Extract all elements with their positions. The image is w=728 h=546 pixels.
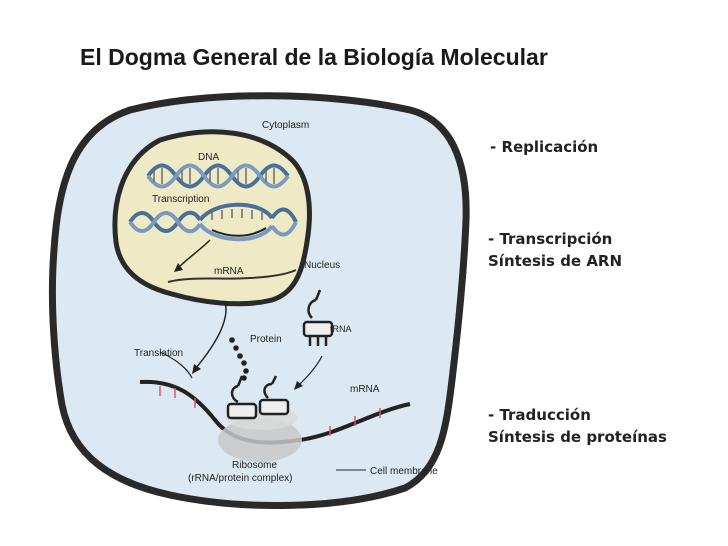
label-transcription: Transcription [152,194,209,205]
label-mrna-nucleus: mRNA [214,266,244,277]
label-cell-membrane: Cell membrane [370,466,438,477]
label-mrna-cytoplasm: mRNA [350,384,380,395]
label-dna: DNA [198,152,219,163]
note-translation-title: - Traducción [488,406,591,424]
translation-arrow [159,351,193,379]
export-arrow [195,301,227,369]
note-translation: - Traducción Síntesis de proteínas [488,404,667,448]
ribosome-trna-icon [226,375,290,420]
note-replication: - Replicación [490,136,598,158]
label-nucleus: Nucleus [304,260,340,271]
transcription-bubble [128,202,298,242]
nucleus-mrna-strand [167,269,297,283]
label-trna: tRNA [330,324,352,334]
label-ribosome: Ribosome [232,460,277,471]
note-transcription-title: - Transcripción [488,230,613,248]
label-protein: Protein [250,334,282,345]
note-translation-sub: Síntesis de proteínas [488,428,667,446]
note-transcription: - Transcripción Síntesis de ARN [488,228,622,272]
ribosome-large-subunit [218,418,302,462]
protein-chain [229,337,249,381]
label-cytoplasm: Cytoplasm [262,120,309,131]
label-translation: Translation [134,348,183,359]
dna-helix-icon [146,163,290,189]
free-trna-icon [302,289,334,346]
page-title: El Dogma General de la Biología Molecula… [80,44,548,70]
transcription-arrow [177,239,211,269]
label-ribosome-sub: (rRNA/protein complex) [188,473,292,484]
note-replication-title: - Replicación [490,138,599,156]
note-transcription-sub: Síntesis de ARN [488,252,623,270]
